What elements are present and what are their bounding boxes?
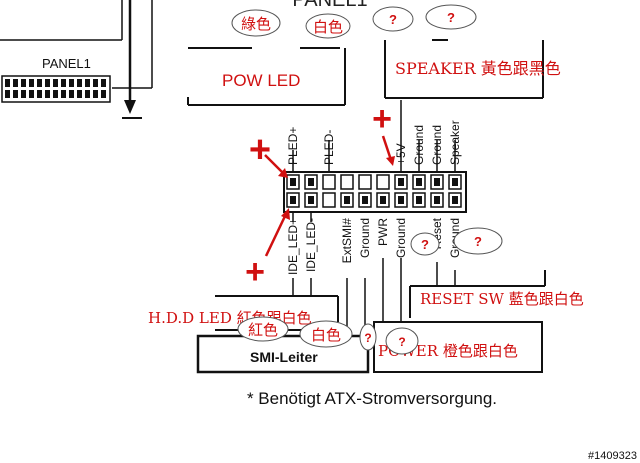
header-connector: [283, 171, 467, 213]
hdd-plus-color-note: 紅色: [248, 321, 278, 339]
panel-pin: [85, 79, 90, 87]
panel-pin: [69, 79, 74, 87]
panel-pin: [37, 90, 42, 98]
panel-pin: [13, 90, 18, 98]
plus-sign-5v: +: [372, 100, 392, 138]
header-pin-fill: [398, 196, 404, 204]
arrow-pled: [264, 154, 285, 175]
top-pin-wires: [292, 100, 456, 172]
panel-pin: [13, 79, 18, 87]
arrow-5v: [381, 135, 393, 161]
arrow-hdd: [264, 213, 288, 257]
pin-label-pwr: PWR: [376, 218, 390, 246]
speaker-box: SPEAKER 黃色跟黑色: [384, 39, 561, 99]
plus-sign-hdd: +: [245, 253, 265, 291]
power-question-2: ?: [398, 335, 405, 349]
panel-pin: [77, 90, 82, 98]
plus-sign-pled: +: [249, 129, 271, 171]
header-pin-fill: [362, 196, 368, 204]
panel-pin: [101, 79, 106, 87]
header-pin-fill: [452, 178, 458, 186]
header-pin-fill: [308, 196, 314, 204]
power-question-1: ?: [364, 331, 371, 345]
pin-label-5v: +5V: [394, 143, 408, 165]
header-pin-fill: [434, 178, 440, 186]
watermark: #1409323: [588, 450, 637, 462]
header-pin: [322, 174, 336, 190]
speaker-label: SPEAKER 黃色跟黑色: [395, 59, 561, 78]
header-pin-fill: [380, 196, 386, 204]
speaker-question-1: ?: [389, 12, 397, 27]
header-pin-fill: [416, 196, 422, 204]
hdd-led-label: H.D.D LED 紅色跟白色: [148, 309, 312, 327]
header-pin: [358, 174, 372, 190]
panel-pin: [101, 90, 106, 98]
smi-leiter-label: SMI-Leiter: [250, 349, 318, 365]
panel-pin: [53, 79, 58, 87]
panel-pin: [29, 79, 34, 87]
header-pin-fill: [416, 178, 422, 186]
pled-plus-color-note: 綠色: [241, 15, 271, 33]
panel-pin: [93, 79, 98, 87]
header-pin-fill: [344, 196, 350, 204]
panel-pin: [69, 90, 74, 98]
panel-pin: [53, 90, 58, 98]
panel-pin: [93, 90, 98, 98]
pin-label-ground-4: Ground: [394, 218, 408, 258]
reset-ground-question: ?: [474, 234, 482, 249]
header-pin: [340, 174, 354, 190]
panel-pin: [45, 79, 50, 87]
footnote: * Benötigt ATX-Stromversorgung.: [247, 389, 497, 408]
annotations: 綠色 白色 ? ? ? ? 紅色 白色 ? ?: [231, 4, 503, 355]
panel-pin: [85, 90, 90, 98]
panel-pin: [5, 90, 10, 98]
header-pin-fill: [398, 178, 404, 186]
reset-question: ?: [421, 237, 429, 252]
panel-pin: [21, 79, 26, 87]
panel-pin: [21, 90, 26, 98]
top-pin-labels: PLED+ PLED- +5V Ground Ground Speaker: [286, 120, 462, 165]
pled-minus-color-note: 白色: [313, 18, 343, 36]
speaker-question-2: ?: [447, 10, 455, 25]
panel-pin: [5, 79, 10, 87]
hdd-minus-color-note: 白色: [311, 326, 341, 344]
panel-board: PANEL1: [0, 0, 153, 119]
panel-pin: [61, 90, 66, 98]
panel-pin: [29, 90, 34, 98]
pin-label-ide-led-plus: IDE_LED+: [286, 218, 300, 275]
header-pin-fill: [290, 178, 296, 186]
header-pin-fill: [290, 196, 296, 204]
pow-led-label: POW LED: [222, 71, 300, 90]
plus-arrow-annotations: + + +: [245, 100, 395, 291]
header-pin: [376, 174, 390, 190]
pin-label-ground-2: Ground: [430, 125, 444, 165]
panel-pin: [37, 79, 42, 87]
header-pin-fill: [308, 178, 314, 186]
panel-label: PANEL1: [42, 56, 91, 71]
pin-label-extsmi: ExtSMI#: [340, 218, 354, 264]
panel-pin: [45, 90, 50, 98]
pin-label-pled-plus: PLED+: [286, 127, 300, 165]
reset-sw-label: RESET SW 藍色跟白色: [420, 290, 584, 308]
panel-pin: [61, 79, 66, 87]
panel-header-text: PANEL1: [292, 0, 367, 11]
pin-label-pled-minus: PLED-: [322, 130, 336, 165]
panel-pin: [77, 79, 82, 87]
reset-sw-box: RESET SW 藍色跟白色: [409, 270, 584, 318]
pin-label-ide-led-minus: IDE_LED-: [304, 218, 318, 272]
header-pin: [322, 192, 336, 208]
pow-led-box: POW LED: [187, 47, 346, 106]
header-pin-fill: [452, 196, 458, 204]
pin-label-speaker: Speaker: [448, 120, 462, 165]
header-pin-fill: [434, 196, 440, 204]
pin-label-ground-1: Ground: [412, 125, 426, 165]
pin-label-ground-3: Ground: [358, 218, 372, 258]
